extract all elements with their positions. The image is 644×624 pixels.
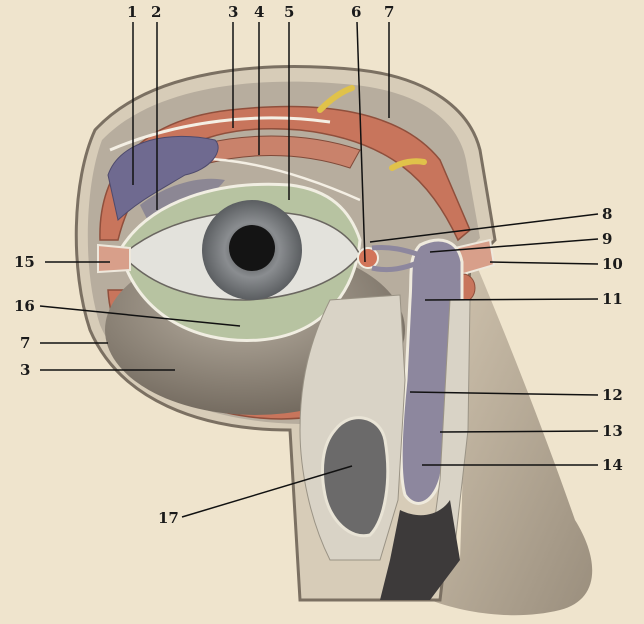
label-15: 15 — [14, 254, 35, 270]
label-8: 8 — [602, 206, 612, 222]
label-10: 10 — [602, 256, 623, 272]
label-9: 9 — [602, 231, 612, 247]
label-17: 17 — [158, 510, 179, 526]
label-13: 13 — [602, 423, 623, 439]
label-3-left: 3 — [20, 362, 30, 378]
label-14: 14 — [602, 457, 623, 473]
label-1: 1 — [127, 4, 137, 20]
label-12: 12 — [602, 387, 623, 403]
label-7-top: 7 — [384, 4, 394, 20]
label-3-top: 3 — [228, 4, 238, 20]
label-5: 5 — [284, 4, 294, 20]
label-2: 2 — [151, 4, 161, 20]
label-16: 16 — [14, 298, 35, 314]
label-7-left: 7 — [20, 335, 30, 351]
label-4: 4 — [254, 4, 264, 20]
pupil — [229, 225, 275, 271]
label-6: 6 — [351, 4, 361, 20]
label-11: 11 — [602, 291, 623, 307]
